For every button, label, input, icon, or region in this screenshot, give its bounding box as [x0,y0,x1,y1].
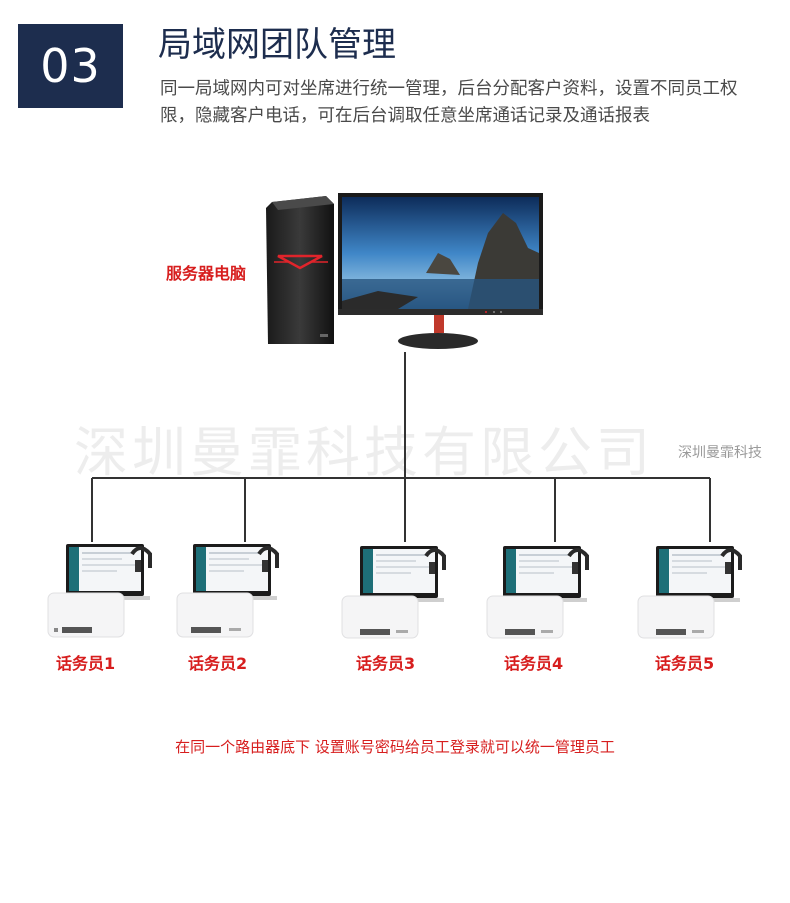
agent-label-3: 话务员3 [356,654,416,673]
agent-label-5: 话务员5 [655,654,715,673]
agent-station-5 [636,540,756,640]
agent-station-2 [175,540,295,640]
laptop-router-icon [341,546,446,639]
agent-station-3 [340,540,460,640]
section-description: 同一局域网内可对坐席进行统一管理，后台分配客户资料，设置不同员工权限，隐藏客户电… [160,79,738,126]
company-watermark-small: 深圳曼霏科技 [672,440,768,464]
server-label: 服务器电脑 [166,264,247,283]
section-title: 局域网团队管理 [158,25,396,65]
laptop-router-icon [176,544,279,638]
agent-station-1 [40,540,160,640]
laptop-router-icon [486,546,589,639]
agent-station-4 [485,540,605,640]
company-watermark: 深圳曼霏科技有限公司 [74,421,654,484]
laptop-router-icon [47,544,152,638]
agent-label-4: 话务员4 [504,654,564,673]
agent-label-1: 话务员1 [56,654,116,673]
section-number-badge: 03 [18,24,123,108]
agent-label-2: 话务员2 [188,654,248,673]
server-monitor-icon [338,193,543,349]
laptop-router-icon [637,546,742,639]
server-tower-icon [266,196,334,344]
footer-note: 在同一个路由器底下 设置账号密码给员工登录就可以统一管理员工 [175,738,615,756]
